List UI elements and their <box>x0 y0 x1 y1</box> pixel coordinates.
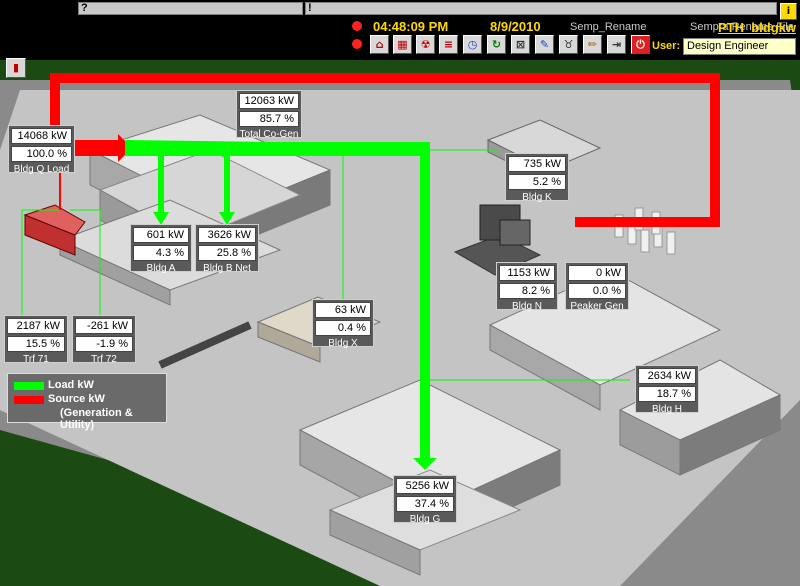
layers-icon[interactable]: ≡ <box>439 35 458 54</box>
trend-chart-icon[interactable]: ▮ <box>6 58 26 78</box>
pct-value: 5.2 % <box>508 174 566 190</box>
pct-value: -1.9 % <box>75 336 133 352</box>
panel-total-cogen[interactable]: 12063 kW 85.7 % Total Co-Gen <box>236 90 302 140</box>
pct-value: 25.8 % <box>198 245 256 261</box>
home-icon[interactable]: ⌂ <box>370 35 389 54</box>
panel-label: Bldg X <box>328 338 358 349</box>
kw-value: -261 kW <box>75 318 133 334</box>
source-flow <box>50 73 720 227</box>
kw-value: 12063 kW <box>239 93 299 109</box>
connector-lines <box>21 149 630 381</box>
rename-label-left: Semp_Rename <box>570 21 647 33</box>
alarm-clock-icon[interactable] <box>352 39 362 49</box>
info-icon[interactable]: i <box>780 3 797 20</box>
panel-trf-71[interactable]: 2187 kW 15.5 % Trf 71 <box>4 315 68 365</box>
kw-value: 2634 kW <box>638 368 696 384</box>
exit-icon[interactable]: ⇥ <box>607 35 626 54</box>
pct-value: 4.3 % <box>133 245 189 261</box>
panel-bldg-k[interactable]: 735 kW 5.2 % Bldg K <box>505 153 569 203</box>
legend-source-sub: (Generation & Utility) <box>60 407 133 431</box>
panel-label: Bldg B Net <box>203 263 251 274</box>
header-bar: ? ! i 04:48:09 PM 8/9/2010 Semp_Rename S… <box>0 0 800 60</box>
question-mark-icon: ? <box>81 2 88 14</box>
kw-value: 601 kW <box>133 227 189 243</box>
grid-icon[interactable]: ⊠ <box>511 35 530 54</box>
pipeline <box>158 321 252 369</box>
kw-value: 1153 kW <box>499 265 555 281</box>
legend-load-label: Load kW <box>48 379 94 391</box>
panel-label: Bldg Q Load <box>13 164 70 175</box>
pct-value: 18.7 % <box>638 386 696 402</box>
pct-value: 37.4 % <box>396 496 454 512</box>
panel-bldg-q[interactable]: 14068 kW 100.0 % Bldg Q Load <box>8 125 75 175</box>
pct-value: 0.0 % <box>568 283 626 299</box>
pct-value: 100.0 % <box>11 146 72 162</box>
panel-label: Bldg A <box>146 263 176 274</box>
edit-icon[interactable]: ✎ <box>535 35 554 54</box>
load-flow <box>125 140 437 470</box>
refresh-icon[interactable]: ↻ <box>487 35 506 54</box>
factory-icon[interactable]: ▦ <box>393 35 412 54</box>
building-bldg-n <box>453 204 542 276</box>
alarm-bell-icon[interactable] <box>352 21 362 31</box>
panel-label: Total Co-Gen <box>239 129 299 140</box>
pct-value: 85.7 % <box>239 111 299 127</box>
load-swatch <box>14 382 44 390</box>
panel-label: Trf 72 <box>91 354 117 365</box>
kw-value: 63 kW <box>315 302 371 318</box>
panel-label: Bldg H <box>651 404 682 415</box>
legend-source-label: Source kW <box>48 393 105 405</box>
pencil-icon[interactable]: ✏ <box>583 35 602 54</box>
panel-bldg-n[interactable]: 1153 kW 8.2 % Bldg N <box>496 262 558 312</box>
panel-label: Bldg G <box>409 514 441 525</box>
event-message-bar[interactable]: ! <box>305 2 777 15</box>
panel-bldg-h[interactable]: 2634 kW 18.7 % Bldg H <box>635 365 699 415</box>
panel-trf-72[interactable]: -261 kW -1.9 % Trf 72 <box>72 315 136 365</box>
kw-value: 735 kW <box>508 156 566 172</box>
kw-value: 2187 kW <box>7 318 65 334</box>
panel-label: Trf 71 <box>23 354 49 365</box>
kw-value: 0 kW <box>568 265 626 281</box>
panel-peaker-gen[interactable]: 0 kW 0.0 % Peaker Gen <box>565 262 629 312</box>
station-name: PTH_bldgkw <box>717 20 796 35</box>
source-swatch <box>14 396 44 404</box>
panel-bldg-b-net[interactable]: 3626 kW 25.8 % Bldg B Net <box>195 224 259 274</box>
pct-value: 0.4 % <box>315 320 371 336</box>
stop-icon[interactable]: ⏻ <box>631 35 650 54</box>
panel-label: Bldg N <box>511 301 542 312</box>
panel-bldg-g[interactable]: 5256 kW 37.4 % Bldg G <box>393 475 457 525</box>
kw-value: 5256 kW <box>396 478 454 494</box>
user-label: User: <box>652 40 681 52</box>
pct-value: 15.5 % <box>7 336 65 352</box>
alarm-message-bar[interactable]: ? <box>78 2 303 15</box>
exclamation-mark-icon: ! <box>308 2 312 14</box>
user-field[interactable]: Design Engineer <box>683 38 796 55</box>
building-substation <box>23 204 86 256</box>
meter-icon[interactable]: ◷ <box>463 35 482 54</box>
panel-label: Peaker Gen <box>570 301 624 312</box>
kw-value: 3626 kW <box>198 227 256 243</box>
clock-date: 8/9/2010 <box>490 19 541 34</box>
kw-value: 14068 kW <box>11 128 72 144</box>
panel-bldg-x[interactable]: 63 kW 0.4 % Bldg X <box>312 299 374 349</box>
pct-value: 8.2 % <box>499 283 555 299</box>
rename-label-right: Sempra Rename File <box>690 21 794 33</box>
panel-bldg-a[interactable]: 601 kW 4.3 % Bldg A <box>130 224 192 274</box>
cow-icon[interactable]: ♉ <box>559 35 578 54</box>
legend: Load kW Source kW (Generation & Utility) <box>7 373 167 431</box>
panel-label: Bldg K <box>522 192 552 203</box>
hazard-icon[interactable]: ☢ <box>416 35 435 54</box>
clock-time: 04:48:09 PM <box>373 19 449 34</box>
